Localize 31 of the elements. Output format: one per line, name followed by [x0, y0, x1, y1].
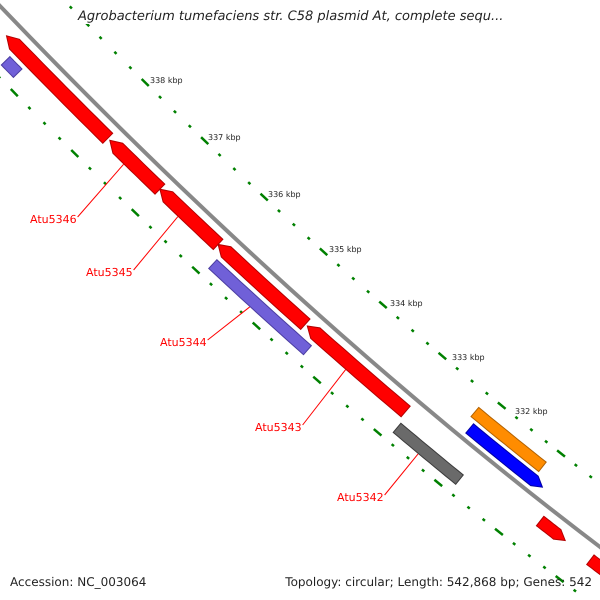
gene-label: Atu5344 [160, 336, 207, 349]
leader-line [133, 216, 178, 270]
gene-segment [159, 188, 224, 250]
gene-label: Atu5346 [30, 213, 77, 226]
gene-label: Atu5343 [255, 421, 302, 434]
gene-segment [109, 140, 166, 195]
title-text: Agrobacterium tumefaciens str. C58 plasmid At, complete sequ... [78, 9, 504, 24]
footer-text: Topology: circular; Length: 542,868 bp; Genes: 542 [285, 575, 592, 589]
gene-segment [217, 244, 311, 330]
leader-line [384, 453, 419, 496]
gene-segment [392, 422, 464, 485]
gene-label: Atu5342 [337, 491, 384, 504]
footer-text: Accession: NC_003064 [10, 575, 146, 589]
leader-line [207, 306, 250, 340]
gene-label: Atu5345 [86, 266, 133, 279]
gene-segment [208, 259, 312, 356]
scale-label: 334 kbp [390, 299, 423, 308]
leader-line [302, 369, 346, 426]
scale-label: 336 kbp [268, 190, 301, 199]
scale-label: 337 kbp [208, 133, 241, 142]
scale-label: 333 kbp [452, 353, 485, 362]
scale-label: 335 kbp [329, 245, 362, 254]
leader-line [77, 164, 124, 218]
gene-segment [6, 35, 114, 144]
gene-segment [0, 56, 23, 78]
gene-segment [536, 516, 566, 542]
scale-label: 332 kbp [515, 407, 548, 416]
gene-segment [306, 325, 411, 418]
gene-segment [470, 406, 547, 472]
scale-label: 338 kbp [150, 76, 183, 85]
gene-segment [465, 423, 544, 488]
